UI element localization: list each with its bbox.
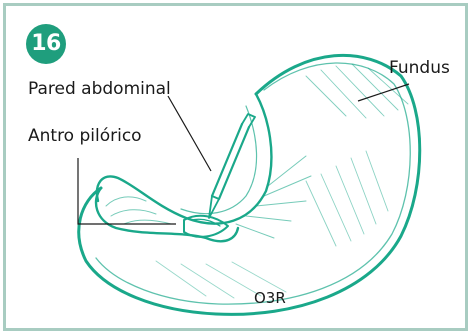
label-antro-pilorico: Antro pilórico: [28, 126, 142, 146]
leader-antro-pilorico: [78, 158, 176, 224]
instrument-tip: [209, 196, 219, 218]
figure-frame: 16 Pared abdominal Antro pilórico Fundus…: [3, 3, 468, 331]
body-hatching: [306, 151, 388, 246]
stomach-illustration: [6, 6, 468, 331]
label-fundus: Fundus: [389, 58, 450, 78]
leader-pared-abdominal: [168, 96, 211, 171]
stomach-lesser-curvature: [97, 94, 271, 224]
instrument-shaft: [212, 124, 242, 196]
figure-number-badge: 16: [26, 24, 66, 64]
artist-signature: O3R: [254, 289, 286, 307]
instrument-shaft-edge: [219, 127, 249, 199]
antrum-hatching: [106, 197, 171, 224]
label-pared-abdominal: Pared abdominal: [28, 79, 171, 99]
instrument-handle: [242, 114, 255, 127]
mucosal-folds: [236, 156, 311, 238]
